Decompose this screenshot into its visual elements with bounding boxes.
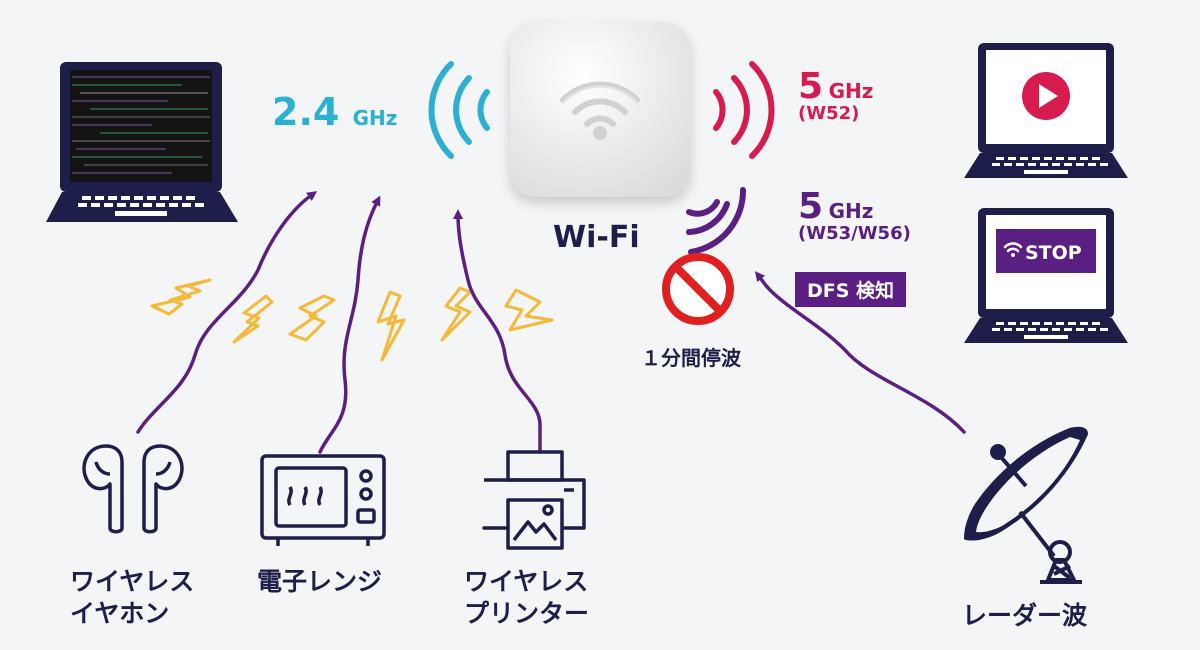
earphones-icon <box>82 444 184 534</box>
printer-icon <box>482 450 586 550</box>
laptop-noisy-icon <box>46 62 238 222</box>
wave-w53-icon <box>686 187 747 255</box>
radar-label-line1: レーダー波 <box>962 601 1088 630</box>
band-24ghz-label: 2.4 GHz <box>272 90 397 134</box>
dfs-badge: DFS 検知 <box>795 272 907 307</box>
laptop-stop-icon: STOP <box>964 208 1128 343</box>
lightning-bolt-icons <box>150 278 554 362</box>
wave-w52-icon <box>713 61 775 159</box>
printer-label-line2: プリンター <box>464 599 590 628</box>
band-w5356-unit: GHz <box>828 199 874 223</box>
wifi-small-icon <box>1003 242 1023 253</box>
microwave-label: 電子レンジ <box>257 566 382 598</box>
router-label: Wi-Fi <box>553 220 640 255</box>
printer-label: ワイヤレス プリンター <box>464 566 589 630</box>
no-entry-icon <box>662 253 734 325</box>
band-w52-sub: (W52) <box>798 103 860 124</box>
band-w5356-sub: (W53/W56) <box>798 223 911 244</box>
earphones-label-line2: イヤホン <box>70 599 170 628</box>
earphones-label: ワイヤレス イヤホン <box>70 566 194 630</box>
stop-text: STOP <box>1025 242 1082 264</box>
interference-arrows <box>136 191 966 454</box>
band-24ghz-unit: GHz <box>352 106 398 130</box>
radar-dish-icon <box>964 426 1088 584</box>
band-w5356-number: 5 <box>798 186 824 227</box>
microwave-icon <box>260 454 386 546</box>
band-w52-unit: GHz <box>828 79 874 103</box>
band-24ghz-number: 2.4 <box>272 90 340 134</box>
laptop-video-icon <box>964 43 1128 178</box>
band-w5356-label: 5 GHz (W53/W56) <box>798 186 911 244</box>
radar-label: レーダー波 <box>962 600 1087 632</box>
wave-24ghz-icon <box>428 61 490 159</box>
printer-label-line1: ワイヤレス <box>464 567 589 596</box>
halt-label: １分間停波 <box>641 346 741 370</box>
band-w52-number: 5 <box>798 66 824 107</box>
microwave-label-line1: 電子レンジ <box>257 567 383 596</box>
earphones-label-line1: ワイヤレス <box>70 567 195 596</box>
band-w52-label: 5 GHz (W52) <box>798 66 873 124</box>
wifi-router-icon <box>510 22 690 197</box>
